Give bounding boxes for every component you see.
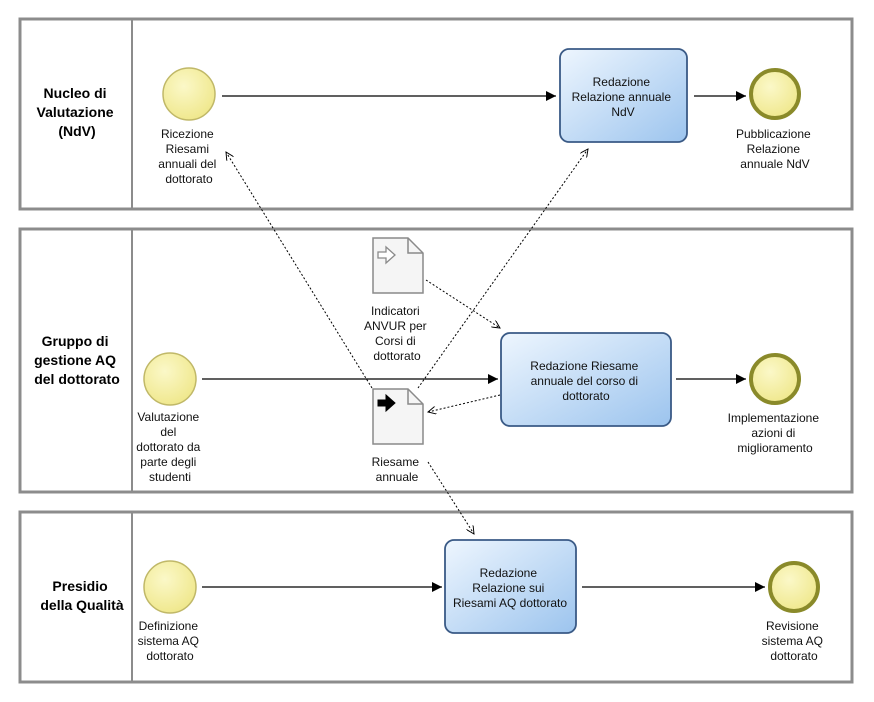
data-object-indicatori[interactable]: Indicatori ANVUR per Corsi di dottorato [364,237,430,363]
event-revisione[interactable]: Revisione sistema AQ dottorato [762,561,827,663]
sequence-flows [202,91,765,592]
start-event-icon [162,67,216,121]
task-redazione-presidio[interactable]: Redazione Relazione sui Riesami AQ dotto… [444,539,577,634]
data-object-indicatori-label: Indicatori ANVUR per Corsi di dottorato [364,304,430,363]
event-valutazione-label: Valutazione del dottorato da parte degli… [136,410,203,484]
end-event-icon [749,68,801,120]
event-ricezione-label: Ricezione Riesami annuali del dottorato [158,127,219,186]
task-redazione-riesame-label: Redazione Riesame annuale del corso di d… [530,359,641,403]
lane-ndv: Nucleo di Valutazione (NdV) [18,17,854,211]
assoc-indicatori-to-riesame-task [425,279,500,328]
event-pubblicazione[interactable]: Pubblicazione Relazione annuale NdV [736,68,814,171]
data-object-riesame-label: Riesame annuale [372,455,423,484]
end-event-icon [768,561,820,613]
task-redazione-ndv[interactable]: Redazione Relazione annuale NdV [559,48,688,143]
assoc-riesame-to-ndv-task [417,149,588,389]
event-definizione-label: Definizione sistema AQ dottorato [138,619,203,663]
task-redazione-riesame[interactable]: Redazione Riesame annuale del corso di d… [500,332,672,427]
event-ricezione[interactable]: Ricezione Riesami annuali del dottorato [158,67,219,186]
end-event-icon [749,353,801,405]
event-implementazione-label: Implementazione azioni di miglioramento [728,411,823,455]
event-implementazione[interactable]: Implementazione azioni di miglioramento [728,353,823,455]
data-object-riesame[interactable]: Riesame annuale [372,388,424,484]
start-event-icon [143,352,197,406]
event-definizione[interactable]: Definizione sistema AQ dottorato [138,560,203,663]
associations [226,149,588,534]
assoc-riesame-task-to-doc [428,394,501,412]
lane-presidio: Presidio della Qualità [18,510,854,684]
event-pubblicazione-label: Pubblicazione Relazione annuale NdV [736,127,814,171]
data-output-icon [372,388,424,445]
event-revisione-label: Revisione sistema AQ dottorato [762,619,827,663]
lane-title-presidio: Presidio della Qualità [40,578,123,613]
start-event-icon [143,560,197,614]
event-valutazione[interactable]: Valutazione del dottorato da parte degli… [136,352,203,484]
task-redazione-presidio-label: Redazione Relazione sui Riesami AQ dotto… [453,566,567,610]
lane-title-ndv: Nucleo di Valutazione (NdV) [37,85,118,139]
data-input-icon [372,237,424,294]
lane-title-gruppo: Gruppo di gestione AQ del dottorato [34,333,120,387]
task-redazione-ndv-label: Redazione Relazione annuale NdV [572,75,675,119]
